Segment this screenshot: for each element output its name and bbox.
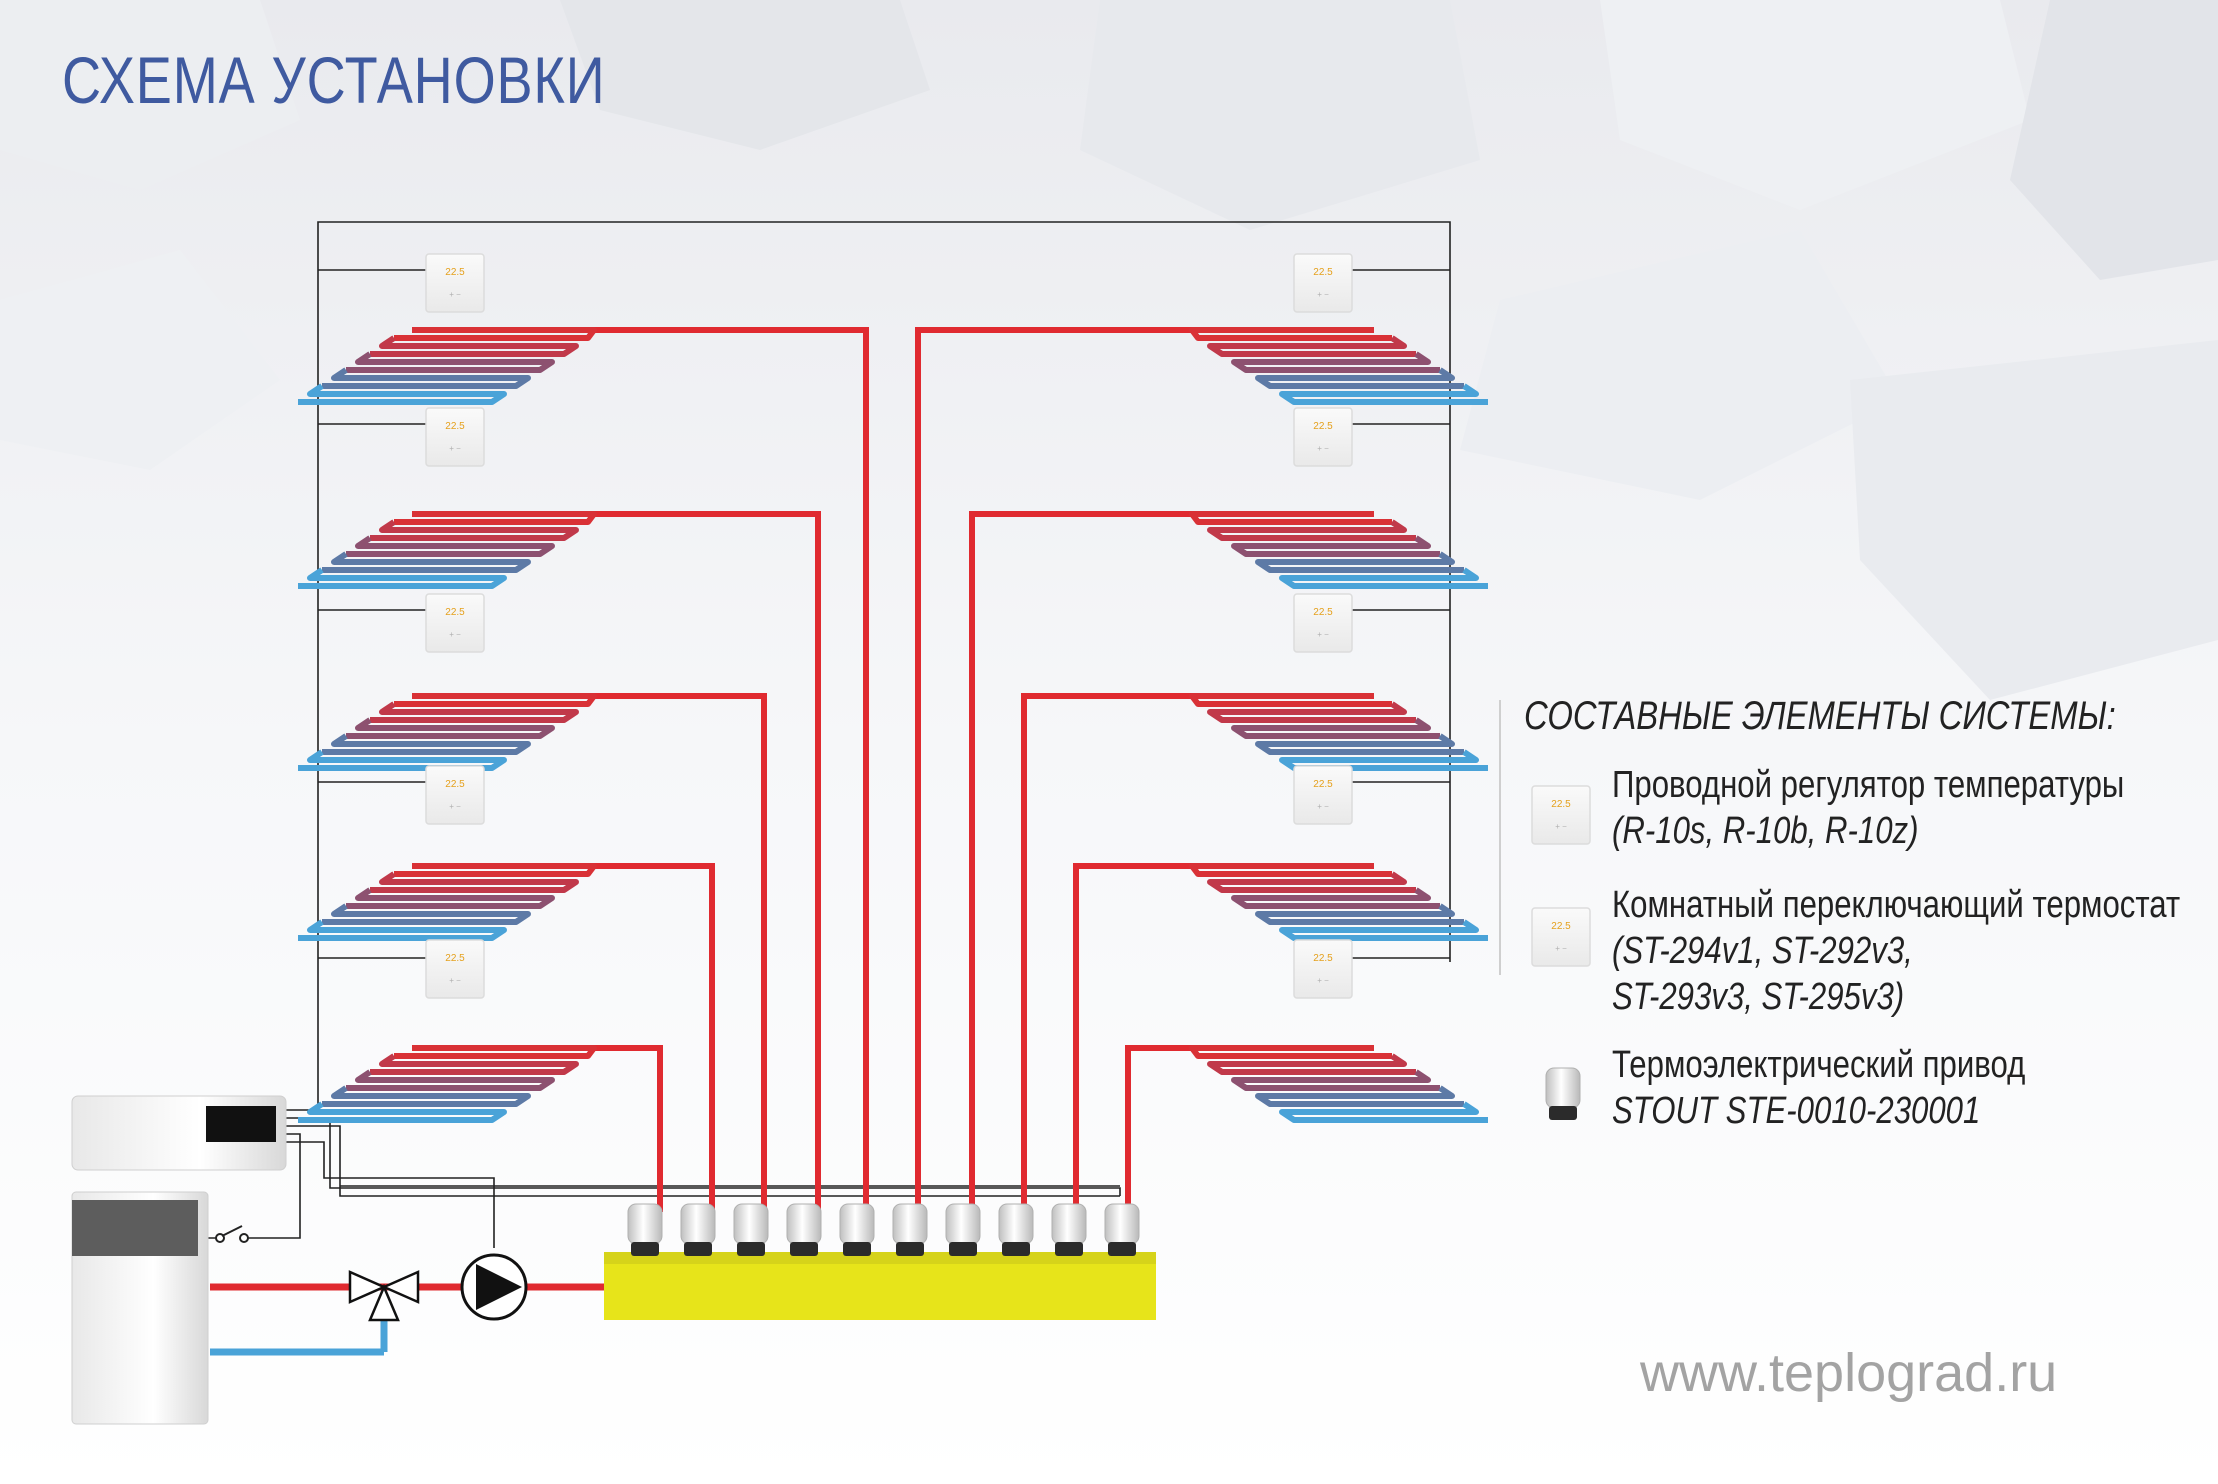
loop-pipes — [540, 327, 1240, 1212]
thermoelectric-actuators — [627, 1203, 1140, 1257]
floor-heating-coils-left — [0, 318, 594, 1120]
website-link[interactable]: www.teplograd.ru — [1640, 1343, 2058, 1403]
legend-heading: СОСТАВНЫЕ ЭЛЕМЕНТЫ СИСТЕМЫ: — [1524, 694, 2116, 738]
legend-line: STOUT STE-0010-230001 — [1612, 1090, 1981, 1132]
legend-line: Проводной регулятор температуры — [1612, 764, 2125, 806]
three-way-valve — [348, 1270, 420, 1322]
circulation-pump — [460, 1253, 528, 1321]
legend-line: Комнатный переключающий термостат — [1612, 884, 2181, 926]
control-wiring — [196, 221, 1451, 1248]
manifold — [604, 1252, 1156, 1320]
legend-item-wired-regulator: Проводной регулятор температуры (R-10s, … — [1612, 762, 2124, 854]
boiler — [71, 1191, 209, 1425]
boiler-switch — [215, 1225, 249, 1243]
legend-item-room-thermostat: Комнатный переключающий термостат (ST-29… — [1612, 882, 2180, 1020]
wired-regulator-icon — [1531, 785, 1591, 845]
wired-controller — [71, 1095, 287, 1171]
legend-line: Термоэлектрический привод — [1612, 1044, 2026, 1086]
room-thermostat-icon — [1531, 907, 1591, 967]
legend-line: ST-293v3, ST-295v3) — [1612, 976, 1905, 1018]
legend-line: (ST-294v1, ST-292v3, — [1612, 930, 1913, 972]
legend-item-thermo-actuator: Термоэлектрический привод STOUT STE-0010… — [1612, 1042, 2025, 1134]
legend-line: (R-10s, R-10b, R-10z) — [1612, 810, 1919, 852]
page-title: СХЕМА УСТАНОВКИ — [62, 43, 606, 117]
thermo-actuator-icon — [1545, 1067, 1581, 1121]
